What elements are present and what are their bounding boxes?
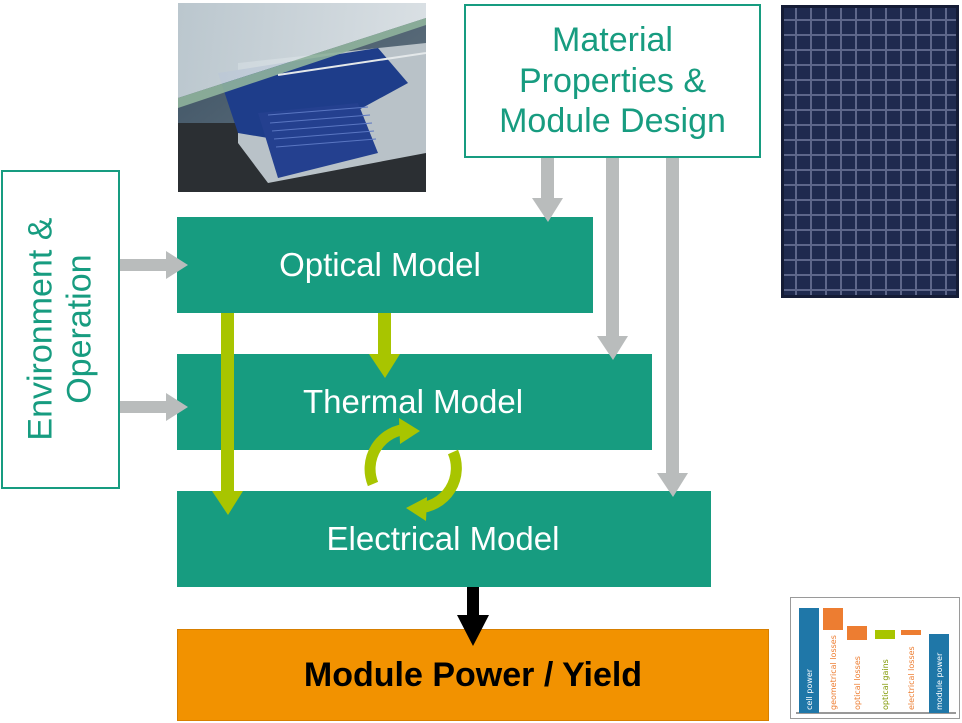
material-properties-line-1: Material xyxy=(552,20,673,59)
material-to-optical-arrow xyxy=(532,158,563,222)
waterfall-label-optical-losses: optical losses xyxy=(853,656,862,710)
waterfall-bar-electrical-losses xyxy=(901,630,921,635)
waterfall-bar-geometrical-losses xyxy=(823,608,843,630)
optical-model-box: Optical Model xyxy=(177,217,593,313)
thermal-model-label: Thermal Model xyxy=(302,383,524,420)
material-to-electrical-arrow xyxy=(657,158,688,497)
electrical-model-label: Electrical Model xyxy=(326,520,560,557)
thermal-electrical-loop-icon xyxy=(364,423,462,514)
waterfall-label-optical-gains: optical gains xyxy=(881,659,890,710)
cell-cross-section-photo xyxy=(178,3,426,192)
module-power-yield-label: Module Power / Yield xyxy=(303,655,643,694)
material-properties-line-2: Properties & xyxy=(518,61,707,100)
material-to-thermal-arrow xyxy=(597,158,628,360)
electrical-model-box: Electrical Model xyxy=(177,491,711,587)
environment-to-optical-arrow xyxy=(120,251,188,279)
electrical-to-output-arrow xyxy=(457,587,489,646)
environment-to-thermal-arrow xyxy=(120,393,188,421)
optical-to-electrical-arrow xyxy=(212,313,243,515)
solar-module-photo xyxy=(781,5,959,298)
optical-to-thermal-arrow xyxy=(369,313,400,378)
waterfall-bar-optical-gains xyxy=(875,630,895,639)
waterfall-bar-optical-losses xyxy=(847,626,867,640)
waterfall-bar-module-power xyxy=(929,634,949,713)
optical-model-label: Optical Model xyxy=(279,246,481,283)
waterfall-label-cell-power: cell power xyxy=(805,668,814,710)
loss-waterfall-thumbnail: cell power geometrical losses optical lo… xyxy=(790,597,960,719)
material-properties-line-3: Module Design xyxy=(499,102,726,141)
waterfall-bar-cell-power xyxy=(799,608,819,713)
waterfall-label-electrical-losses: electrical losses xyxy=(907,646,916,710)
waterfall-label-geometrical-losses: geometrical losses xyxy=(829,635,838,710)
waterfall-label-module-power: module power xyxy=(935,652,944,710)
material-properties-box: Material Properties & Module Design xyxy=(464,4,761,158)
environment-operation-box: Environment & Operation xyxy=(1,170,120,489)
